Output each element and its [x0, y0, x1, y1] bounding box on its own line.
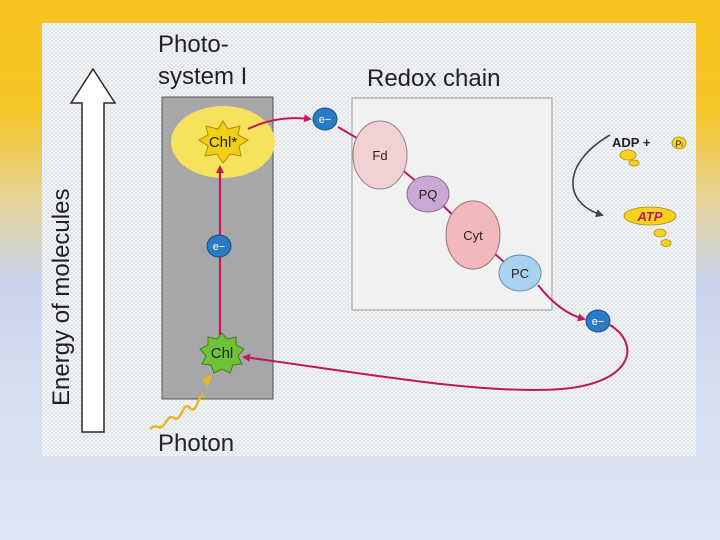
carrier-pc: PC — [498, 254, 542, 292]
electron-badge-vertical: e− — [206, 234, 232, 258]
svg-text:PQ: PQ — [419, 187, 438, 202]
svg-text:Pi: Pi — [675, 139, 682, 149]
svg-text:e−: e− — [592, 316, 605, 328]
photosystem-title-line2: system I — [158, 63, 247, 90]
slide-frame: Energy of molecules Photo- system I Chl*… — [42, 23, 696, 457]
photosystem-title-line1: Photo- — [158, 31, 229, 58]
photon-label: Photon — [158, 430, 234, 456]
redox-title: Redox chain — [367, 65, 500, 92]
chl-excited-label: Chl* — [209, 134, 238, 151]
electron-badge-top: e− — [312, 107, 338, 131]
chl-excited-star — [198, 120, 249, 164]
atp-molecule-icon: ATP — [623, 206, 677, 247]
carrier-fd: Fd — [352, 120, 408, 190]
svg-text:Cyt: Cyt — [463, 228, 483, 243]
energy-axis-label: Energy of molecules — [48, 189, 75, 406]
adp-molecule-icon — [619, 149, 640, 167]
carrier-cyt: Cyt — [445, 200, 501, 270]
photon-arrowhead — [202, 375, 212, 387]
chl-ground-star — [199, 332, 245, 374]
pi-badge: Pi — [671, 136, 687, 150]
svg-text:Fd: Fd — [372, 148, 387, 163]
photon-wave — [149, 394, 206, 430]
chl-ground-label: Chl — [211, 345, 234, 362]
electron-transfer-arrow-right — [537, 284, 586, 322]
electron-badge-right: e− — [585, 309, 611, 333]
photosystem-diagram: Energy of molecules Photo- system I Chl*… — [48, 31, 687, 457]
svg-text:ATP: ATP — [636, 209, 662, 224]
svg-text:e−: e− — [213, 241, 226, 253]
electron-transfer-arrow-top — [247, 114, 312, 130]
svg-text:PC: PC — [511, 266, 529, 281]
adp-label: ADP + — [612, 135, 651, 150]
svg-text:e−: e− — [319, 114, 332, 126]
carrier-pq: PQ — [406, 175, 450, 213]
energy-axis-arrow — [69, 67, 117, 433]
electron-return-arrow — [242, 324, 629, 392]
atp-synthesis-arrow — [572, 134, 611, 218]
